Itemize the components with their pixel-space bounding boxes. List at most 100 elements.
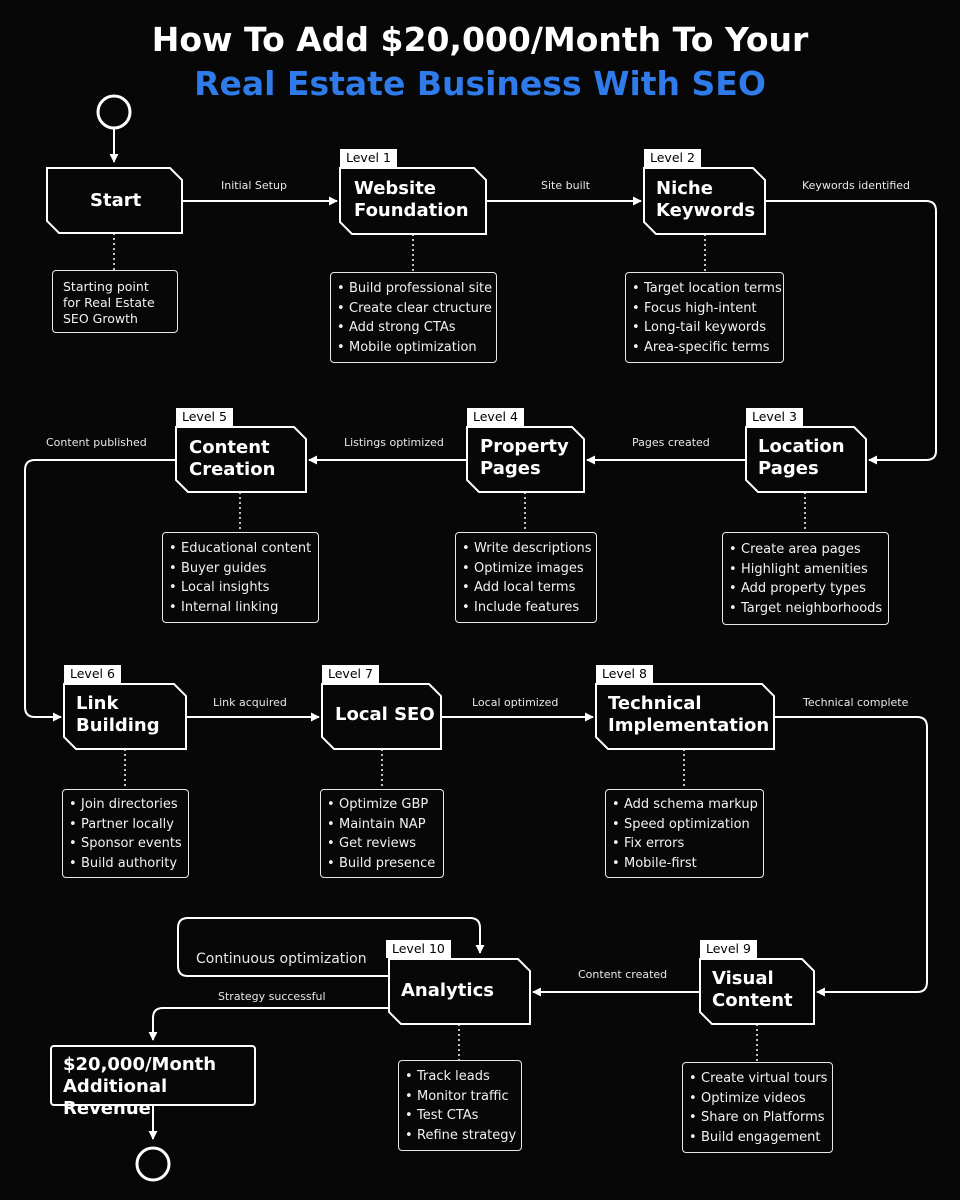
list-item: Target neighborhoods <box>723 599 888 619</box>
page-title: How To Add $20,000/Month To Your <box>151 20 809 59</box>
level-6-label: Link Building <box>76 693 160 736</box>
level-3-node-shape <box>745 426 867 493</box>
list-item: Area-specific terms <box>626 338 783 358</box>
level-3-detail-box: Create area pages Highlight amenities Ad… <box>722 532 889 625</box>
list-item: Highlight amenities <box>723 560 888 580</box>
list-item: Refine strategy <box>399 1126 521 1146</box>
transition-l3-to-l4: Pages created <box>632 436 710 449</box>
level-5-node-shape <box>175 426 307 493</box>
list-item: Track leads <box>399 1067 521 1087</box>
list-item: Build authority <box>63 854 188 874</box>
level-5-tag: Level 5 <box>176 408 233 426</box>
edge-l5-to-l6 <box>24 459 176 722</box>
transition-l8-to-l9: Technical complete <box>803 696 909 709</box>
list-item: Speed optimization <box>606 815 763 835</box>
transition-start-to-l1: Initial Setup <box>221 179 287 192</box>
level-1-detail-box: Build professional site Create clear ctr… <box>330 272 497 363</box>
list-item: Optimize GBP <box>321 795 443 815</box>
end-circle <box>135 1146 171 1182</box>
level-8-node-shape <box>595 683 775 750</box>
level-1-node-shape <box>339 167 487 235</box>
level-2-node-shape <box>643 167 766 235</box>
list-item: Add local terms <box>456 578 596 598</box>
level-7-tag: Level 7 <box>322 665 379 683</box>
level-9-tag: Level 9 <box>700 940 757 958</box>
page-subtitle: Real Estate Business With SEO <box>194 64 766 103</box>
level-6-detail-box: Join directories Partner locally Sponsor… <box>62 789 189 878</box>
list-item: Optimize images <box>456 559 596 579</box>
list-item: Get reviews <box>321 834 443 854</box>
level-6-tag: Level 6 <box>64 665 121 683</box>
start-node-shape <box>46 167 183 234</box>
list-item: Build presence <box>321 854 443 874</box>
level-4-detail-box: Write descriptions Optimize images Add l… <box>455 532 597 623</box>
level-7-detail-box: Optimize GBP Maintain NAP Get reviews Bu… <box>320 789 444 878</box>
level-10-node-shape <box>388 958 531 1025</box>
transition-l10-loop: Continuous optimization <box>196 951 367 967</box>
list-item: Sponsor events <box>63 834 188 854</box>
list-item: Build engagement <box>683 1128 832 1148</box>
list-item: Educational content <box>163 539 318 559</box>
transition-l1-to-l2: Site built <box>541 179 590 192</box>
level-10-label: Analytics <box>401 980 494 1001</box>
level-1-tag: Level 1 <box>340 149 397 167</box>
level-10-tag: Level 10 <box>386 940 451 958</box>
level-8-label: Technical Implementation <box>608 693 770 736</box>
list-item: Add strong CTAs <box>331 318 496 338</box>
list-item: Share on Platforms <box>683 1108 832 1128</box>
list-item: Buyer guides <box>163 559 318 579</box>
level-10-detail-box: Track leads Monitor traffic Test CTAs Re… <box>398 1060 522 1151</box>
level-2-label: Niche Keywords <box>656 178 756 221</box>
start-node-label: Start <box>90 190 142 211</box>
start-description-box: Starting point for Real Estate SEO Growt… <box>52 270 178 333</box>
level-3-label: Location Pages <box>758 436 845 479</box>
list-item: Create virtual tours <box>683 1069 832 1089</box>
list-item: Join directories <box>63 795 188 815</box>
edge-l8-to-l9 <box>774 716 928 997</box>
end-node-label: $20,000/Month Additional Revenue <box>63 1054 217 1119</box>
list-item: Optimize videos <box>683 1089 832 1109</box>
list-item: Include features <box>456 598 596 618</box>
list-item: Internal linking <box>163 598 318 618</box>
list-item: Create area pages <box>723 540 888 560</box>
edge-l10-to-end <box>148 1007 389 1041</box>
level-2-detail-box: Target location terms Focus high-intent … <box>625 272 784 363</box>
list-item: Test CTAs <box>399 1106 521 1126</box>
level-9-label: Visual Content <box>712 968 793 1011</box>
level-5-detail-box: Educational content Buyer guides Local i… <box>162 532 319 623</box>
level-9-detail-box: Create virtual tours Optimize videos Sha… <box>682 1062 833 1153</box>
list-item: Build professional site <box>331 279 496 299</box>
level-9-node-shape <box>699 958 815 1025</box>
level-4-node-shape <box>466 426 585 493</box>
level-7-label: Local SEO <box>335 704 435 725</box>
list-item: Mobile-first <box>606 854 763 874</box>
transition-l4-to-l5: Listings optimized <box>344 436 444 449</box>
level-8-tag: Level 8 <box>596 665 653 683</box>
list-item: Monitor traffic <box>399 1087 521 1107</box>
list-item: Partner locally <box>63 815 188 835</box>
transition-l5-to-l6: Content published <box>46 436 147 449</box>
level-3-tag: Level 3 <box>746 408 803 426</box>
list-item: Target location terms <box>626 279 783 299</box>
transition-l10-to-end: Strategy successful <box>218 990 326 1003</box>
level-1-label: Website Foundation <box>354 178 469 221</box>
level-4-tag: Level 4 <box>467 408 524 426</box>
level-6-node-shape <box>63 683 187 750</box>
transition-l7-to-l8: Local optimized <box>472 696 559 709</box>
edge-l10-loop <box>177 917 485 977</box>
start-description: Starting point for Real Estate SEO Growt… <box>63 279 155 326</box>
level-7-node-shape <box>321 683 442 750</box>
list-item: Write descriptions <box>456 539 596 559</box>
list-item: Local insights <box>163 578 318 598</box>
level-4-label: Property Pages <box>480 436 569 479</box>
list-item: Long-tail keywords <box>626 318 783 338</box>
transition-l6-to-l7: Link acquired <box>213 696 287 709</box>
level-5-label: Content Creation <box>189 437 276 480</box>
list-item: Fix errors <box>606 834 763 854</box>
list-item: Add schema markup <box>606 795 763 815</box>
level-8-detail-box: Add schema markup Speed optimization Fix… <box>605 789 764 878</box>
list-item: Create clear ctructure <box>331 299 496 319</box>
edge-l2-to-l3 <box>765 200 937 465</box>
list-item: Mobile optimization <box>331 338 496 358</box>
